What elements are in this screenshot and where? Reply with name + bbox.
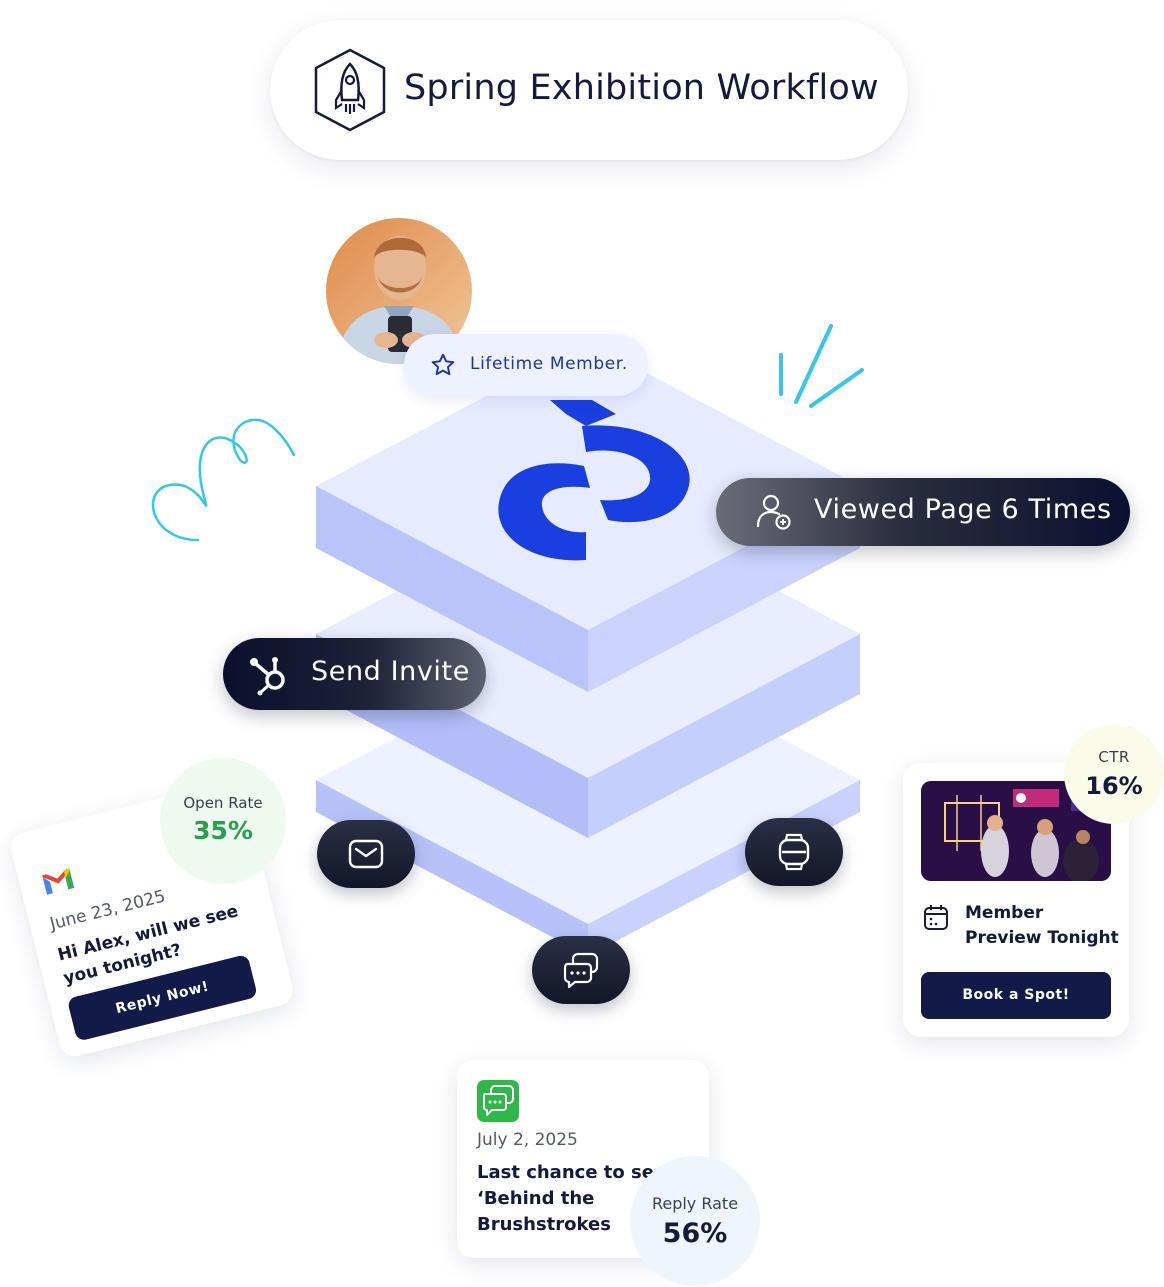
sms-message: Last chance to see ‘Behind the Brushstro… bbox=[477, 1160, 707, 1238]
sms-date: July 2, 2025 bbox=[477, 1130, 578, 1150]
reply-rate-label: Reply Rate bbox=[651, 1194, 739, 1213]
chat-channel-button[interactable] bbox=[532, 936, 630, 1004]
ctr-stat: CTR 16% bbox=[1064, 724, 1164, 824]
member-badge-label: Lifetime Member. bbox=[470, 354, 628, 374]
ctr-value: 16% bbox=[1085, 772, 1143, 800]
reply-rate-stat: Reply Rate 56% bbox=[630, 1156, 760, 1286]
lifetime-member-badge: Lifetime Member. bbox=[404, 334, 648, 396]
brand-logo-icon bbox=[498, 400, 690, 561]
open-rate-value: 35% bbox=[193, 816, 253, 845]
calendar-icon bbox=[924, 905, 948, 930]
open-rate-label: Open Rate bbox=[183, 794, 263, 812]
reply-rate-value: 56% bbox=[662, 1218, 728, 1249]
book-spot-button[interactable]: Book a Spot! bbox=[921, 972, 1111, 1019]
sms-message-line1: Last chance to see bbox=[477, 1162, 667, 1183]
page-title: Spring Exhibition Workflow bbox=[404, 68, 879, 108]
open-rate-stat: Open Rate 35% bbox=[160, 758, 286, 884]
send-invite-label: Send Invite bbox=[311, 656, 470, 687]
sms-app-icon bbox=[477, 1080, 519, 1122]
workflow-title-pill: Spring Exhibition Workflow bbox=[270, 20, 908, 160]
hubspot-icon bbox=[250, 657, 285, 696]
gmail-icon bbox=[42, 868, 75, 895]
mail-icon bbox=[348, 839, 384, 869]
event-photo bbox=[921, 781, 1111, 881]
star-icon bbox=[431, 353, 455, 376]
rocket-icon bbox=[314, 48, 386, 132]
event-title-line2: Preview Tonight bbox=[965, 928, 1119, 948]
user-plus-icon bbox=[756, 494, 791, 530]
email-channel-button[interactable] bbox=[317, 820, 415, 888]
ctr-label: CTR bbox=[1098, 748, 1130, 766]
event-title-line1: Member bbox=[965, 903, 1044, 923]
email-preview-card: June 23, 2025 Hi Alex, will we see you t… bbox=[7, 778, 297, 1060]
smartwatch-icon bbox=[778, 833, 810, 871]
squiggle-decoration bbox=[151, 418, 296, 542]
viewed-page-label: Viewed Page 6 Times bbox=[814, 494, 1112, 525]
sms-message-line3: Brushstrokes bbox=[477, 1214, 611, 1235]
sms-message-line2: ‘Behind the bbox=[477, 1188, 595, 1209]
chat-bubbles-icon bbox=[563, 952, 599, 989]
spark-decoration bbox=[779, 324, 864, 408]
viewed-page-event: Viewed Page 6 Times bbox=[716, 478, 1130, 546]
watch-channel-button[interactable] bbox=[745, 818, 843, 886]
send-invite-button[interactable]: Send Invite bbox=[223, 638, 486, 710]
